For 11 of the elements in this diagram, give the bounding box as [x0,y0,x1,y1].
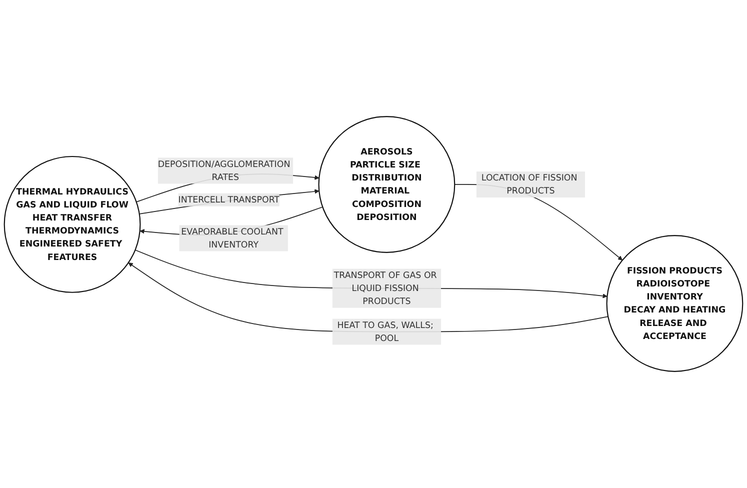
edge-label: LOCATION OF FISSION PRODUCTS [481,172,578,196]
edge-label: DEPOSITION/AGGLOMERATION RATES [158,158,290,182]
edge-label: EVAPORABLE COOLANT INVENTORY [181,226,284,250]
node-circle: FISSION PRODUCTS RADIOISOTOPE INVENTORY DECAY AND HEATING RELEASE AND ACCEPTANCE [606,235,744,372]
edge-label: INTERCELL TRANSPORT [178,194,280,205]
edge-label: HEAT TO GAS, WALLS; POOL [337,320,434,344]
node-circle: THERMAL HYDRAULICS GAS AND LIQUID FLOW HEAT TRANSFER THERMODYNAMICS ENGINEERED SAFETY FEATURES [4,156,141,293]
edge-label: TRANSPORT OF GAS OR LIQUID FISSION PRODUCTS [334,270,437,306]
arrow [128,262,608,332]
node-circle: AEROSOLS PARTICLE SIZE DISTRIBUTION MATERIAL COMPOSITION DEPOSITION [318,116,456,253]
arrow [138,189,320,214]
